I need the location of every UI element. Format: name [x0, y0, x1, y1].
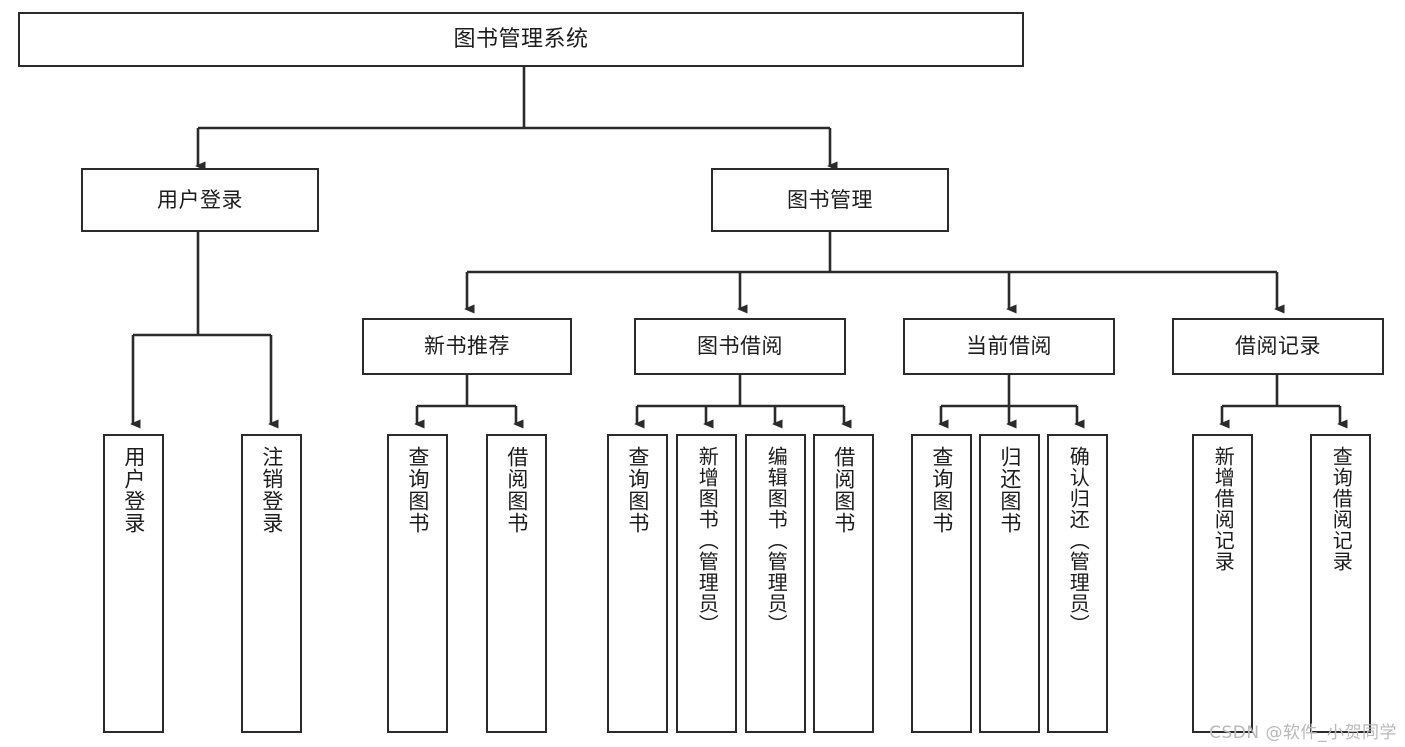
node-root-label: 图书管理系统 [453, 26, 589, 52]
leaf-records-query[interactable]: 查询借阅记录 [1310, 434, 1371, 733]
node-book-manage[interactable]: 图书管理 [711, 168, 949, 232]
leaf-borrow-book[interactable]: 借阅图书 [813, 434, 874, 733]
node-book-borrow[interactable]: 图书借阅 [634, 318, 846, 375]
leaf-current-return[interactable]: 归还图书 [979, 434, 1040, 733]
leaf-current-query[interactable]: 查询图书 [911, 434, 972, 733]
leaf-new-books-query[interactable]: 查询图书 [387, 434, 448, 733]
leaf-logout[interactable]: 注销登录 [241, 434, 302, 733]
node-borrow-records-label: 借阅记录 [1235, 334, 1321, 359]
leaf-records-add-label: 新增借阅记录 [1211, 446, 1236, 572]
leaf-borrow-book-label: 借阅图书 [831, 446, 856, 534]
node-new-books-label: 新书推荐 [424, 334, 510, 359]
leaf-new-books-borrow-label: 借阅图书 [504, 446, 529, 534]
leaf-current-query-label: 查询图书 [929, 446, 954, 534]
leaf-borrow-edit-label: 编辑图书（管理员） [764, 446, 789, 635]
leaf-records-query-label: 查询借阅记录 [1329, 446, 1354, 572]
leaf-user-login-label: 用户登录 [121, 446, 146, 534]
leaf-new-books-borrow[interactable]: 借阅图书 [486, 434, 547, 733]
leaf-borrow-add-label: 新增图书（管理员） [695, 446, 720, 635]
node-user-login-label: 用户登录 [157, 187, 243, 212]
leaf-records-add[interactable]: 新增借阅记录 [1192, 434, 1253, 733]
leaf-borrow-add[interactable]: 新增图书（管理员） [676, 434, 737, 733]
node-user-login[interactable]: 用户登录 [81, 168, 319, 232]
node-current-borrow-label: 当前借阅 [966, 334, 1052, 359]
leaf-borrow-edit[interactable]: 编辑图书（管理员） [745, 434, 806, 733]
node-book-manage-label: 图书管理 [787, 187, 873, 212]
leaf-borrow-query-label: 查询图书 [625, 446, 650, 534]
leaf-logout-label: 注销登录 [259, 446, 284, 534]
node-new-books[interactable]: 新书推荐 [362, 318, 572, 375]
leaf-current-confirm-return[interactable]: 确认归还（管理员） [1047, 434, 1108, 733]
node-borrow-records[interactable]: 借阅记录 [1172, 318, 1384, 375]
leaf-user-login[interactable]: 用户登录 [103, 434, 164, 733]
watermark-text: CSDN @软件_小贺同学 [1209, 723, 1397, 743]
leaf-new-books-query-label: 查询图书 [405, 446, 430, 534]
leaf-borrow-query[interactable]: 查询图书 [607, 434, 668, 733]
leaf-current-confirm-return-label: 确认归还（管理员） [1066, 446, 1091, 635]
node-root[interactable]: 图书管理系统 [18, 12, 1024, 67]
leaf-current-return-label: 归还图书 [997, 446, 1022, 534]
node-current-borrow[interactable]: 当前借阅 [903, 318, 1115, 375]
node-book-borrow-label: 图书借阅 [697, 334, 783, 359]
